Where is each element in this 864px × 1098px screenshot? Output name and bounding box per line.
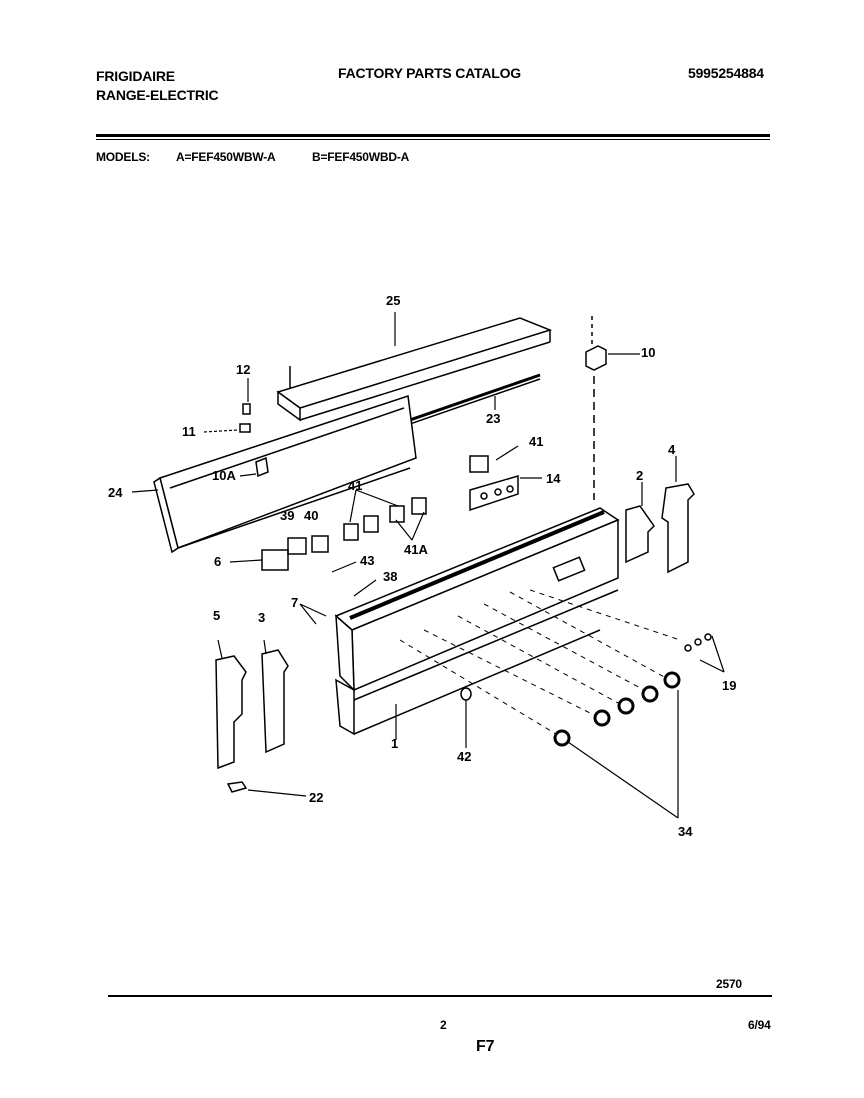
callout-1: 1 [391,736,399,751]
part-5-end-cap [215,655,247,770]
model-b: B=FEF450WBD-A [312,150,410,164]
part-12-screw [242,403,251,415]
part-34-knobs [553,671,681,747]
page-number: 2 [440,1018,447,1032]
callout-39: 39 [280,508,295,523]
callout-22: 22 [309,790,324,805]
part-11-clip [239,423,251,433]
header-rule [96,134,770,137]
callout-43: 43 [360,553,375,568]
callout-41-mid: 41 [348,478,363,493]
callout-24: 24 [108,485,123,500]
part-6-infinite-switch [261,549,289,571]
callout-10: 10 [641,345,656,360]
part-4-end-cap [661,483,695,574]
callout-23: 23 [486,411,501,426]
callout-3: 3 [258,610,266,625]
callout-5: 5 [213,608,221,623]
callout-12: 12 [236,362,251,377]
part-39-switch [287,537,307,555]
catalog-title: FACTORY PARTS CATALOG [338,65,521,81]
part-14-switch-plate [469,475,519,512]
callout-42: 42 [457,749,472,764]
callout-40: 40 [304,508,319,523]
part-25-trim-strip [276,317,553,422]
callout-34: 34 [678,824,693,839]
part-41-switch [469,455,489,473]
model-a: A=FEF450WBW-A [176,150,276,164]
callout-11: 11 [182,424,196,439]
callout-7: 7 [291,595,299,610]
callout-6: 6 [214,554,222,569]
callout-2: 2 [636,468,644,483]
part-10a-bracket [255,456,269,478]
callout-41a: 41A [404,542,428,557]
part-2-end-cap [625,505,655,564]
callout-14: 14 [546,471,561,486]
footer-rule [108,995,772,997]
part-3-end-cap [261,649,289,754]
brand-name: FRIGIDAIRE [96,68,175,84]
callout-38: 38 [383,569,398,584]
revision-date: 6/94 [748,1018,771,1032]
product-type: RANGE-ELECTRIC [96,87,219,103]
callout-10a: 10A [212,468,236,483]
part-42-nut [460,687,472,701]
callout-4: 4 [668,442,676,457]
part-22-screw [226,781,248,793]
part-40-switch [311,535,329,553]
models-label: MODELS: [96,150,150,164]
drawing-number: 2570 [716,977,742,991]
part-1-control-panel [334,507,620,736]
section-code: F7 [476,1038,495,1055]
part-24-back-panel [153,395,417,554]
catalog-number: 5995254884 [688,65,764,81]
callout-25: 25 [386,293,401,308]
callout-41-top: 41 [529,434,544,449]
callout-19: 19 [722,678,737,693]
header-rule-thin [96,139,770,140]
part-10-bracket [585,345,607,371]
